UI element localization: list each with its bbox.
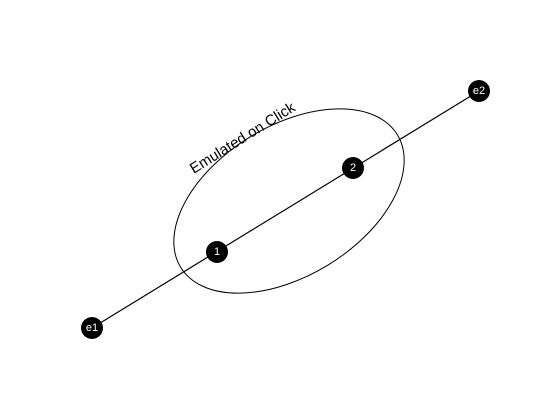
node-e1[interactable]: e1: [81, 317, 103, 339]
node-1-label: 1: [214, 246, 220, 258]
edge-line: [91, 90, 480, 329]
node-e2[interactable]: e2: [468, 80, 490, 102]
node-1-circle: [206, 241, 228, 263]
node-1[interactable]: 1: [206, 241, 228, 263]
node-e2-label: e2: [473, 85, 485, 97]
node-e1-circle: [81, 317, 103, 339]
group-ellipse: [173, 108, 405, 294]
node-e2-circle: [468, 80, 490, 102]
node-2-circle: [342, 157, 364, 179]
node-2-label: 2: [350, 162, 356, 174]
node-e1-label: e1: [86, 322, 98, 334]
node-2[interactable]: 2: [342, 157, 364, 179]
group-label: Emulated on Click: [187, 99, 299, 178]
